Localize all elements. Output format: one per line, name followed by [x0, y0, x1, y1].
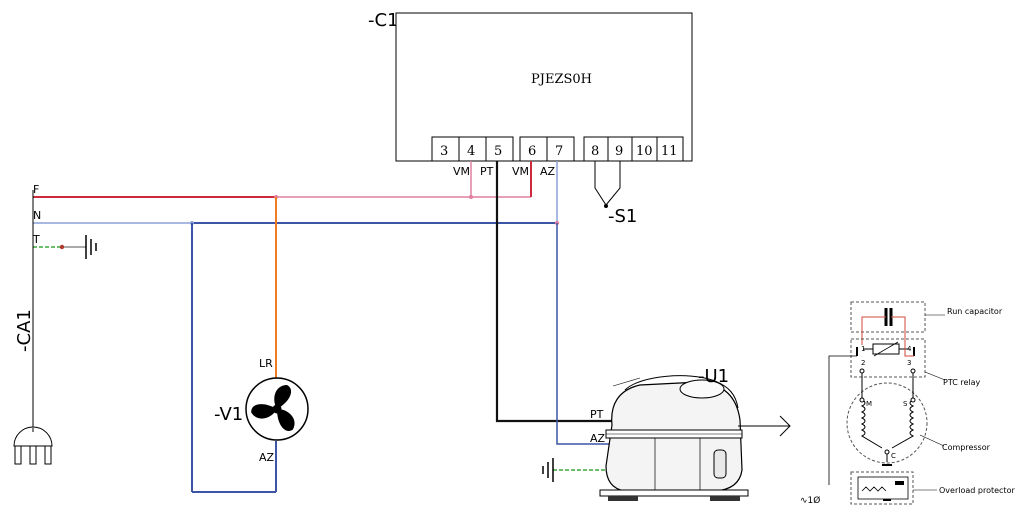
pin-1: 1: [861, 345, 865, 353]
plug-icon: [13, 426, 53, 465]
terminal-label-pt-5: PT: [480, 165, 494, 178]
pin-4: 4: [907, 345, 912, 353]
terminal-block-right: [583, 136, 684, 162]
compressor-az-wire: [556, 223, 612, 445]
run-capacitor-box: [850, 301, 926, 333]
overload-box: [850, 471, 914, 505]
sensor-tip: [604, 204, 608, 208]
ptc-relay-label: PTC relay: [943, 378, 981, 387]
terminal-8: 8: [591, 144, 599, 159]
terminal-6: 6: [528, 144, 536, 159]
supply-ref: -CA1: [14, 309, 35, 352]
terminal-3: 3: [440, 144, 448, 159]
compressor-u1: PT AZ -U1: [495, 161, 791, 501]
fan-v1: LR AZ -V1: [191, 197, 309, 493]
earth-junction: [59, 244, 65, 250]
motor-circle: [846, 382, 928, 464]
winding-main: [860, 399, 883, 449]
pin-c: C: [891, 452, 896, 460]
controller-box: [395, 12, 693, 162]
winding-start: [891, 399, 915, 449]
terminal-10: 10: [636, 144, 653, 159]
pin-s: S: [903, 400, 908, 408]
compressor-icon: [599, 375, 749, 501]
pin-m: M: [866, 400, 872, 408]
arrow-head: [779, 415, 791, 437]
sensor-ref: -S1: [608, 206, 637, 227]
terminal-4: 4: [467, 144, 475, 159]
ptc-relay-box: [850, 338, 926, 378]
compressor-az-label: AZ: [590, 432, 606, 445]
compressor-detail-label: Compressor: [942, 443, 991, 452]
terminal-block-left: [431, 136, 514, 162]
detail-supply-symbol: ∿1Ø: [800, 495, 820, 506]
pt-wire: [495, 161, 612, 423]
controller-ref: -C1: [368, 10, 399, 31]
fan-ref: -V1: [214, 404, 243, 425]
overload-protector-label: Overload protector: [939, 486, 1015, 495]
pin-2: 2: [861, 359, 865, 367]
controller-model: PJEZS0H: [531, 72, 592, 87]
leader-line: [919, 434, 945, 447]
supply-lines: F N T -CA1: [13, 161, 559, 465]
run-capacitor-label: Run capacitor: [947, 307, 1003, 316]
compressor-pt-label: PT: [590, 408, 604, 421]
sensor-wire: [594, 161, 621, 206]
line-n-label: N: [33, 209, 41, 222]
detail-supply-wire: [828, 355, 857, 485]
line-f-label: F: [33, 183, 39, 196]
fan-lr-label: LR: [259, 357, 273, 370]
capacitor-wire: [861, 316, 886, 345]
terminal-label-vm-6: VM: [512, 165, 529, 178]
line-t-label: T: [32, 233, 40, 246]
compressor-wiring-detail: Run capacitor 1 4 2 3 PTC relay M S C Co…: [800, 301, 1015, 506]
sensor-s1: -S1: [594, 161, 637, 227]
capacitor-wire: [891, 316, 906, 345]
terminal-5: 5: [494, 144, 502, 159]
terminal-9: 9: [615, 144, 623, 159]
compressor-ref: -U1: [698, 366, 729, 387]
terminal-label-vm-4: VM: [453, 165, 470, 178]
terminal-label-az-7: AZ: [540, 165, 556, 178]
terminal-11: 11: [661, 144, 678, 159]
controller-c1: -C1 PJEZS0H 3 4 5 6 7 8 9 10 11 VM PT VM…: [368, 10, 693, 178]
fan-az-label: AZ: [259, 451, 275, 464]
pin-3: 3: [907, 359, 911, 367]
leader-line: [924, 371, 946, 381]
fan-icon: [251, 385, 295, 431]
terminal-7: 7: [555, 144, 563, 159]
junction-dot: [469, 195, 473, 199]
ptc-red-wire: [904, 345, 914, 357]
